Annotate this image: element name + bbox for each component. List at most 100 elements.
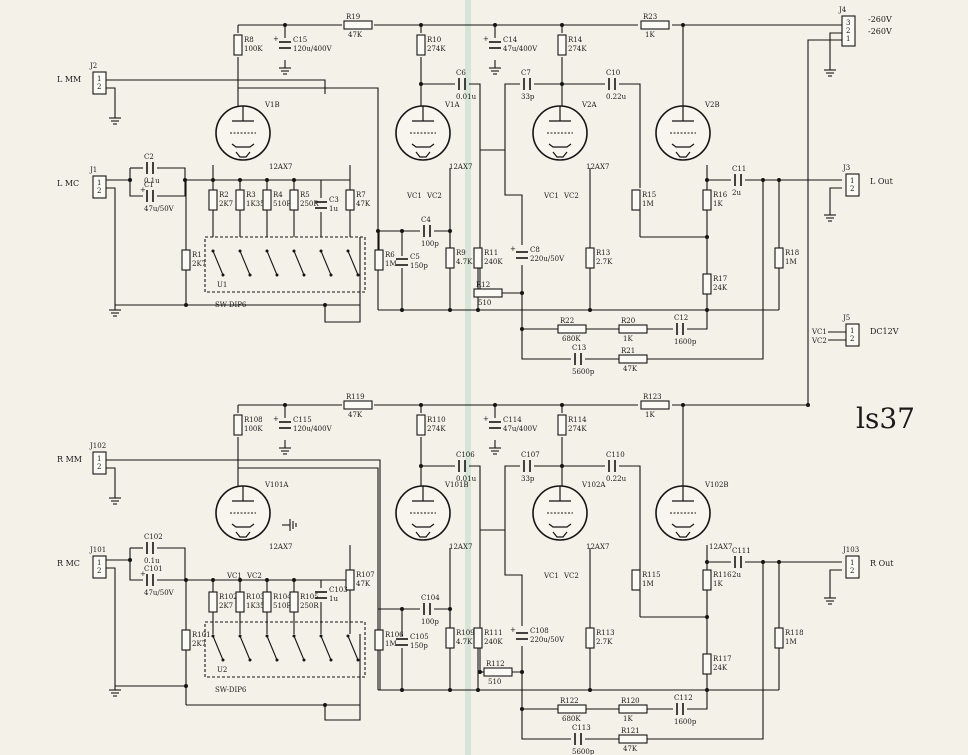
junction-dots — [128, 23, 810, 711]
resistor-r22-ref: R22 — [560, 317, 574, 325]
resistor-r21-value: 47K — [623, 365, 638, 373]
resistor-r118-value: 1M — [785, 638, 797, 646]
resistor-r21-ref: R21 — [621, 347, 635, 355]
connector-j5-pin-2: 2 — [850, 335, 854, 343]
tube-pin-vc2-v101a: VC2 — [246, 572, 262, 580]
tube-v101b-type: 12AX7 — [449, 543, 472, 551]
capacitor-c7-ref: C7 — [521, 69, 531, 77]
resistor-r102-ref: R102 — [219, 593, 238, 601]
supply-label-2: -260V — [868, 27, 892, 36]
resistor-r9-value: 4.7K — [456, 258, 473, 266]
resistor-r13-ref: R13 — [596, 249, 610, 257]
resistor-r123-ref: R123 — [643, 393, 662, 401]
capacitor-c15-ref: C15 — [293, 36, 307, 44]
resistor-r120-ref: R120 — [621, 697, 640, 705]
resistor-r104-value: 510R — [273, 602, 292, 610]
resistor-r1-ref: R1 — [192, 251, 202, 259]
capacitor-c103-ref: C103 — [329, 586, 348, 594]
capacitor-c110-ref: C110 — [606, 451, 625, 459]
resistor-r6-value: 1M — [385, 260, 397, 268]
supply-label-1: -260V — [868, 15, 892, 24]
resistor-r122-ref: R122 — [560, 697, 579, 705]
capacitor-c8-value: 220u/50V — [530, 255, 565, 263]
resistor-r5-value: 250R — [300, 200, 319, 208]
resistor-r6-ref: R6 — [385, 251, 395, 259]
connector-j103-pin-2: 2 — [850, 567, 854, 575]
resistor-r2-ref: R2 — [219, 191, 229, 199]
capacitor-c2-value: 0.1u — [144, 177, 160, 185]
capacitor-c101-ref: C101 — [144, 565, 163, 573]
connector-j4-ref: J4 — [838, 6, 847, 14]
capacitor-c108-ref: C108 — [530, 627, 549, 635]
capacitor-c13-ref: C13 — [572, 344, 586, 352]
connector-j3-pin-1: 1 — [850, 177, 854, 185]
resistor-r119-value: 47K — [348, 411, 363, 419]
capacitor-c107-value: 33p — [521, 475, 535, 483]
capacitor-c103-value: 1u — [329, 595, 338, 603]
tube-v1b-ref: V1B — [264, 101, 280, 109]
left-channel-wiring — [106, 24, 842, 405]
resistor-r105-ref: R105 — [300, 593, 319, 601]
connector-j101-ref: J101 — [89, 546, 106, 554]
resistor-r23-ref: R23 — [643, 13, 657, 21]
capacitor-c114-ref: C114 — [503, 416, 522, 424]
resistor-r117-ref: R117 — [713, 655, 732, 663]
capacitor-c105-value: 150p — [410, 642, 428, 650]
connector-j1-pin-2: 2 — [97, 187, 101, 195]
tube-v2a-type: 12AX7 — [586, 163, 609, 171]
capacitor-c108-value: 220u/50V — [530, 636, 565, 644]
capacitor-c106-value: 0.01u — [456, 475, 477, 483]
resistor-r5-ref: R5 — [300, 191, 310, 199]
resistor-r15-ref: R15 — [642, 191, 656, 199]
connector-j3-signal: L Out — [870, 177, 894, 186]
resistor-r112-value: 510 — [488, 678, 501, 686]
capacitor-c105-ref: C105 — [410, 633, 429, 641]
capacitor-c113-ref: C113 — [572, 724, 591, 732]
switch-u1-label: SW-DIP6 — [215, 301, 247, 309]
capacitor-c3-ref: C3 — [329, 196, 339, 204]
resistor-r12-ref: R12 — [476, 281, 490, 289]
resistor-r119-ref: R119 — [346, 393, 365, 401]
connector-j101-pin-1: 1 — [97, 559, 101, 567]
resistor-r18-ref: R18 — [785, 249, 799, 257]
capacitor-c102-ref: C102 — [144, 533, 163, 541]
resistor-r3-ref: R3 — [246, 191, 256, 199]
resistor-r14-value: 274K — [568, 45, 587, 53]
tube-v102a-ref: V102A — [581, 481, 606, 489]
capacitor-c11-ref: C11 — [732, 165, 746, 173]
capacitor-c10-value: 0.22u — [606, 93, 627, 101]
resistor-r101-ref: R101 — [192, 631, 211, 639]
resistor-r20-value: 1K — [623, 335, 633, 343]
capacitor-c101-value: 47u/50V — [144, 589, 175, 597]
resistor-r103-value: 1K35 — [246, 602, 265, 610]
capacitor-c106-ref: C106 — [456, 451, 475, 459]
resistor-r4-value: 510R — [273, 200, 292, 208]
